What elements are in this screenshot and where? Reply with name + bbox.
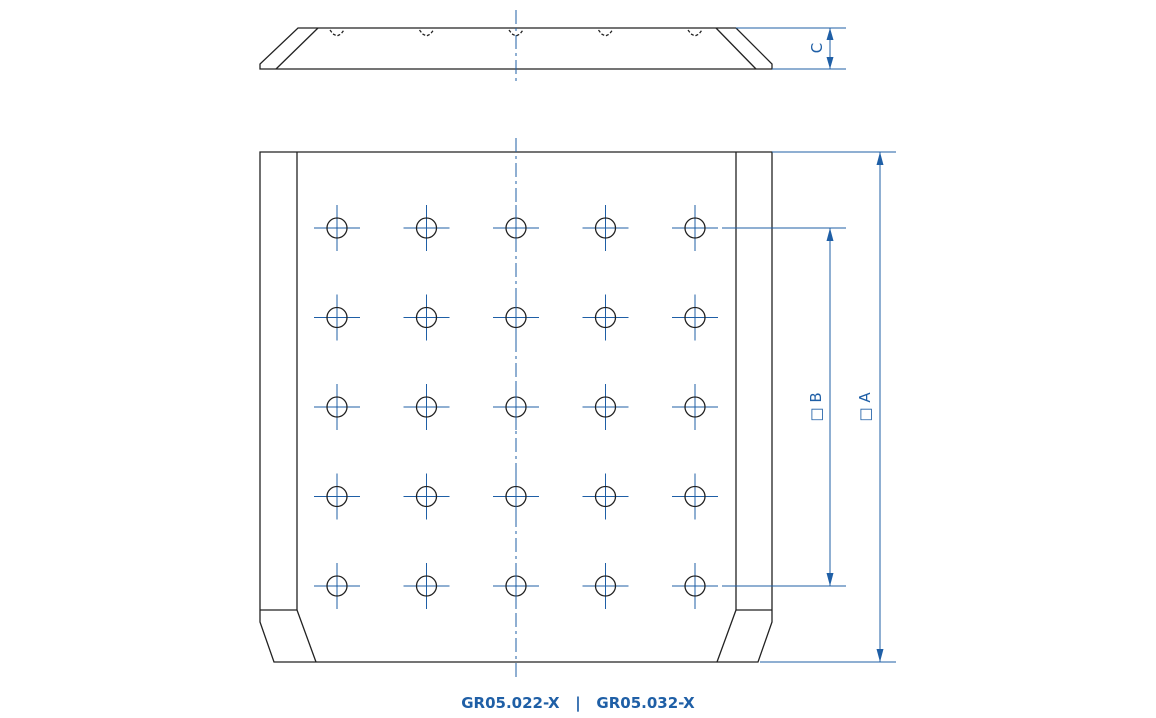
dimension-c-arrow-bottom — [826, 57, 834, 69]
dimension-a-arrow-bottom — [876, 649, 884, 662]
hole-circle — [415, 217, 438, 239]
hole — [672, 473, 718, 520]
hole — [314, 473, 360, 520]
dimension-b: □ B — [722, 227, 846, 587]
side-hole-mark — [508, 29, 524, 37]
hole — [672, 563, 718, 609]
hole — [403, 294, 450, 341]
hole-circle — [326, 575, 348, 597]
side-view — [259, 10, 773, 82]
hole — [582, 473, 629, 520]
dimension-b-arrow-top — [826, 228, 834, 241]
hole — [403, 473, 450, 520]
hole — [582, 384, 629, 430]
hole — [403, 563, 450, 609]
right-rail-chamfer — [716, 609, 737, 663]
hole — [314, 384, 360, 430]
side-hole-mark — [418, 29, 435, 37]
hole — [314, 294, 360, 341]
side-view-holes — [329, 29, 703, 37]
hole-circle — [326, 217, 348, 239]
dimension-b-arrow-bottom — [826, 573, 834, 586]
hole-circle — [594, 485, 617, 508]
hole-circle — [594, 575, 617, 597]
side-hole-mark — [329, 29, 345, 37]
hole — [672, 294, 718, 341]
dimension-a-arrow-top — [876, 152, 884, 165]
hole — [582, 294, 629, 341]
hole-circle — [684, 575, 706, 597]
part-number-caption: GR05.022-X | GR05.032-X — [0, 694, 1156, 712]
hole — [314, 205, 360, 251]
hole-circle — [415, 306, 438, 329]
dimension-c-arrow-top — [826, 28, 834, 40]
hole-circle — [594, 217, 617, 239]
hole-circle — [684, 217, 706, 239]
side-hole-mark — [597, 29, 614, 37]
hole — [672, 205, 718, 251]
caption-separator: | — [575, 694, 581, 712]
top-view — [259, 138, 773, 680]
hole-circle — [415, 485, 438, 508]
dimension-c: C — [736, 27, 846, 70]
side-view-chamfer-left — [275, 27, 319, 70]
hole — [403, 384, 450, 430]
hole-circle — [684, 485, 706, 508]
side-view-chamfer-right — [715, 27, 757, 70]
dimension-c-label: C — [808, 43, 826, 53]
hole-circle — [684, 306, 706, 329]
dimension-a-label: □ A — [856, 392, 874, 422]
hole-circle — [594, 306, 617, 329]
hole-circle — [415, 575, 438, 597]
hole — [582, 205, 629, 251]
hole — [672, 384, 718, 430]
left-rail-chamfer — [296, 609, 317, 663]
hole-circle — [326, 485, 348, 508]
hole-circle — [684, 396, 706, 418]
dimension-b-label: □ B — [807, 392, 825, 421]
dimension-a: □ A — [760, 151, 896, 663]
side-hole-mark — [687, 29, 703, 37]
part-number-2: GR05.032-X — [596, 694, 695, 712]
hole-circle — [415, 396, 438, 418]
part-number-1: GR05.022-X — [461, 694, 560, 712]
hole-circle — [594, 396, 617, 418]
hole-circle — [326, 396, 348, 418]
hole-circle — [326, 306, 348, 329]
hole — [314, 563, 360, 609]
hole — [403, 205, 450, 251]
hole — [582, 563, 629, 609]
